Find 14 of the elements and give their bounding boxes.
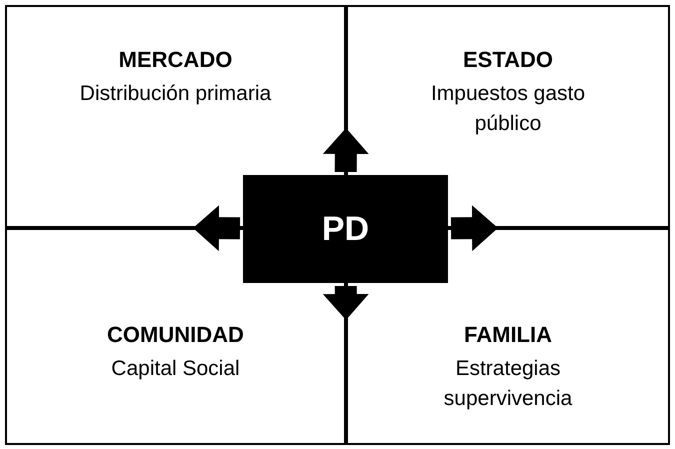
arrow: [322, 128, 369, 172]
category-heading: FAMILIA: [464, 322, 552, 348]
description-text: Estrategias supervivencia: [442, 356, 574, 412]
category-heading: COMUNIDAD: [107, 322, 244, 348]
arrow: [192, 205, 240, 252]
category-heading: ESTADO: [462, 47, 554, 73]
description-text: Capital Social: [111, 356, 240, 382]
description-text: Distribución primaria: [80, 81, 272, 107]
description-text: Impuestos gasto público: [430, 81, 586, 137]
arrow: [322, 286, 369, 320]
center-label: PD: [322, 210, 370, 248]
category-heading: MERCADO: [118, 47, 232, 73]
arrow: [450, 205, 498, 252]
center-box: [243, 175, 448, 283]
